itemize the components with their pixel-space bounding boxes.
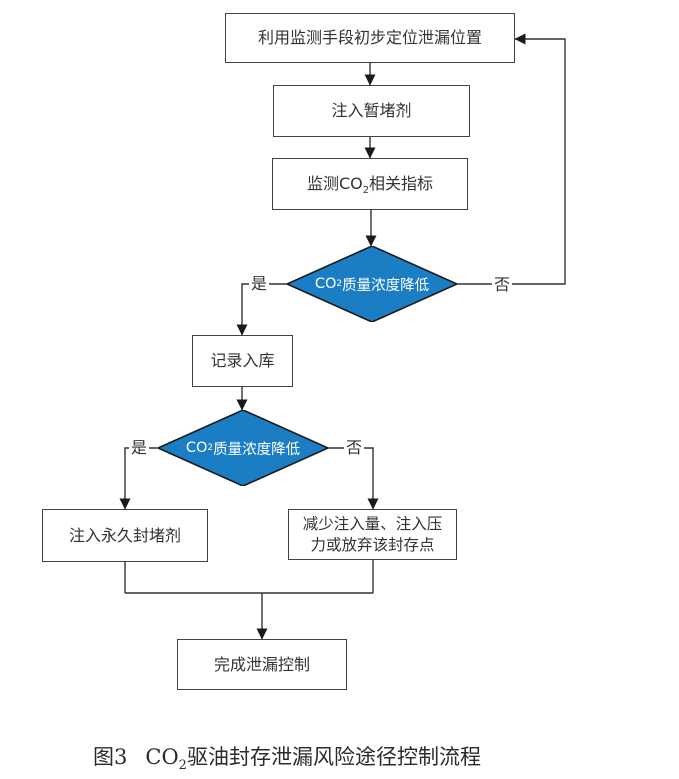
node-label: 注入暂堵剂 — [331, 101, 412, 121]
node-label: 利用监测手段初步定位泄漏位置 — [257, 28, 482, 48]
edge-label-decision1-no: 否 — [491, 275, 513, 295]
edge-label-decision2-no: 否 — [343, 438, 365, 458]
edge-decision1-yes — [236, 283, 287, 336]
edge-label-decision1-yes: 是 — [248, 274, 270, 294]
figure-number: 图3 — [93, 745, 128, 769]
node-inject-permanent-plugging-agent: 注入永久封堵剂 — [42, 509, 208, 562]
edge-decision1-no-feedback — [457, 33, 566, 285]
node-complete-leak-control: 完成泄漏控制 — [177, 639, 347, 690]
node-inject-temporary-plugging-agent: 注入暂堵剂 — [273, 85, 470, 137]
node-monitor-co2-indicators: 监测CO2相关指标 — [272, 158, 468, 210]
node-label: 注入永久封堵剂 — [68, 525, 181, 545]
node-locate-leak-position: 利用监测手段初步定位泄漏位置 — [225, 13, 515, 63]
decision-diamond-shape — [158, 410, 328, 486]
figure-title: CO2驱油封存泄漏风险途径控制流程 — [145, 745, 481, 774]
edge-decision2-no — [328, 447, 379, 510]
node-reduce-injection-or-abandon: 减少注入量、注入压力或放弃该封存点 — [288, 509, 457, 560]
edge-label-decision2-yes: 是 — [128, 438, 150, 458]
figure-caption: 图3 CO2驱油封存泄漏风险途径控制流程 — [93, 741, 593, 774]
node-record-in-database: 记录入库 — [192, 335, 293, 387]
node-label: 记录入库 — [210, 351, 275, 371]
node-label: 监测CO2相关指标 — [306, 174, 434, 197]
node-label: 完成泄漏控制 — [213, 654, 310, 674]
decision-diamond-shape — [287, 246, 457, 322]
node-label: 减少注入量、注入压力或放弃该封存点 — [302, 514, 443, 554]
